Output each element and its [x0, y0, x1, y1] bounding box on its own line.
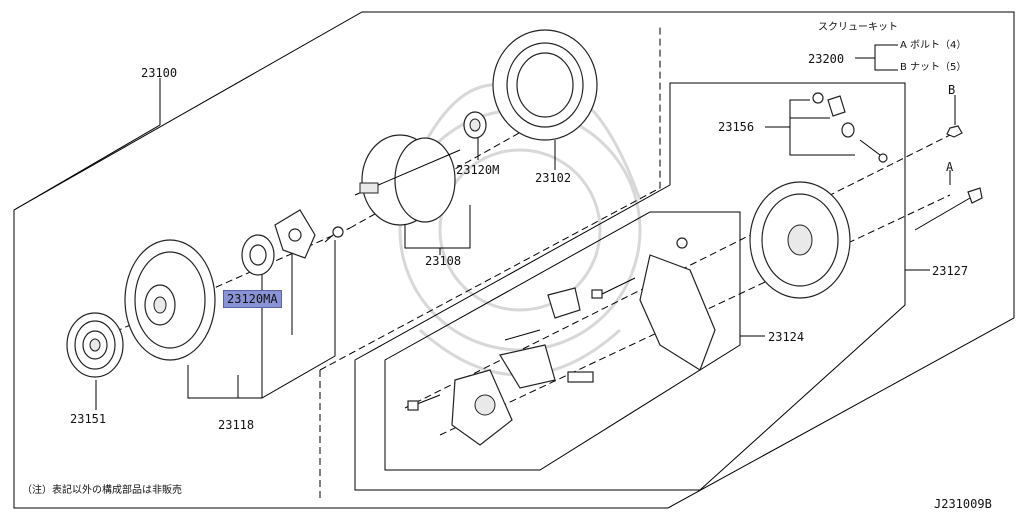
front-cover-part [124, 239, 216, 361]
front-bearing-part [241, 234, 275, 276]
retainer-plate-part [274, 209, 316, 259]
rotor-part [354, 134, 461, 226]
marker-a: A [946, 160, 954, 174]
long-bolt-part [914, 187, 983, 231]
screw-kit-title: スクリューキット [818, 22, 898, 33]
label-screw-kit: 23200 [808, 52, 845, 66]
label-terminal-kit: 23156 [718, 120, 755, 134]
nut-part [946, 125, 963, 138]
label-rotor: 23108 [425, 254, 462, 268]
rectifier-parts [407, 237, 716, 446]
label-assembly: 23100 [141, 66, 178, 80]
label-rear-bearing: 23120M [456, 163, 500, 177]
rectifier-box [384, 211, 741, 471]
label-stator: 23102 [535, 171, 572, 185]
pulley-part [66, 312, 124, 378]
assembly-outline [13, 11, 1015, 509]
rear-cover-box [354, 82, 906, 491]
screw-kit-item-b: B ナット（5） [900, 62, 967, 73]
stator-part [492, 29, 598, 141]
dashed-box-upper [319, 25, 661, 371]
screw-part [324, 226, 344, 243]
marker-b: B [948, 83, 956, 97]
rear-cover-part [749, 181, 851, 299]
label-rear-cover: 23127 [932, 264, 969, 278]
label-front-cover-set: 23118 [218, 418, 255, 432]
diagram-code: J231009B [934, 497, 992, 511]
terminal-kit-parts [812, 92, 888, 163]
label-rectifier-set: 23124 [768, 330, 805, 344]
label-pulley: 23151 [70, 412, 107, 426]
note-text: （注）表記以外の構成部品は非販売 [22, 485, 182, 496]
rear-bearing-part [463, 111, 487, 139]
screw-kit-item-a: A ボルト（4） [900, 40, 967, 51]
label-front-bearing-highlighted[interactable]: 23120MA [223, 290, 282, 308]
